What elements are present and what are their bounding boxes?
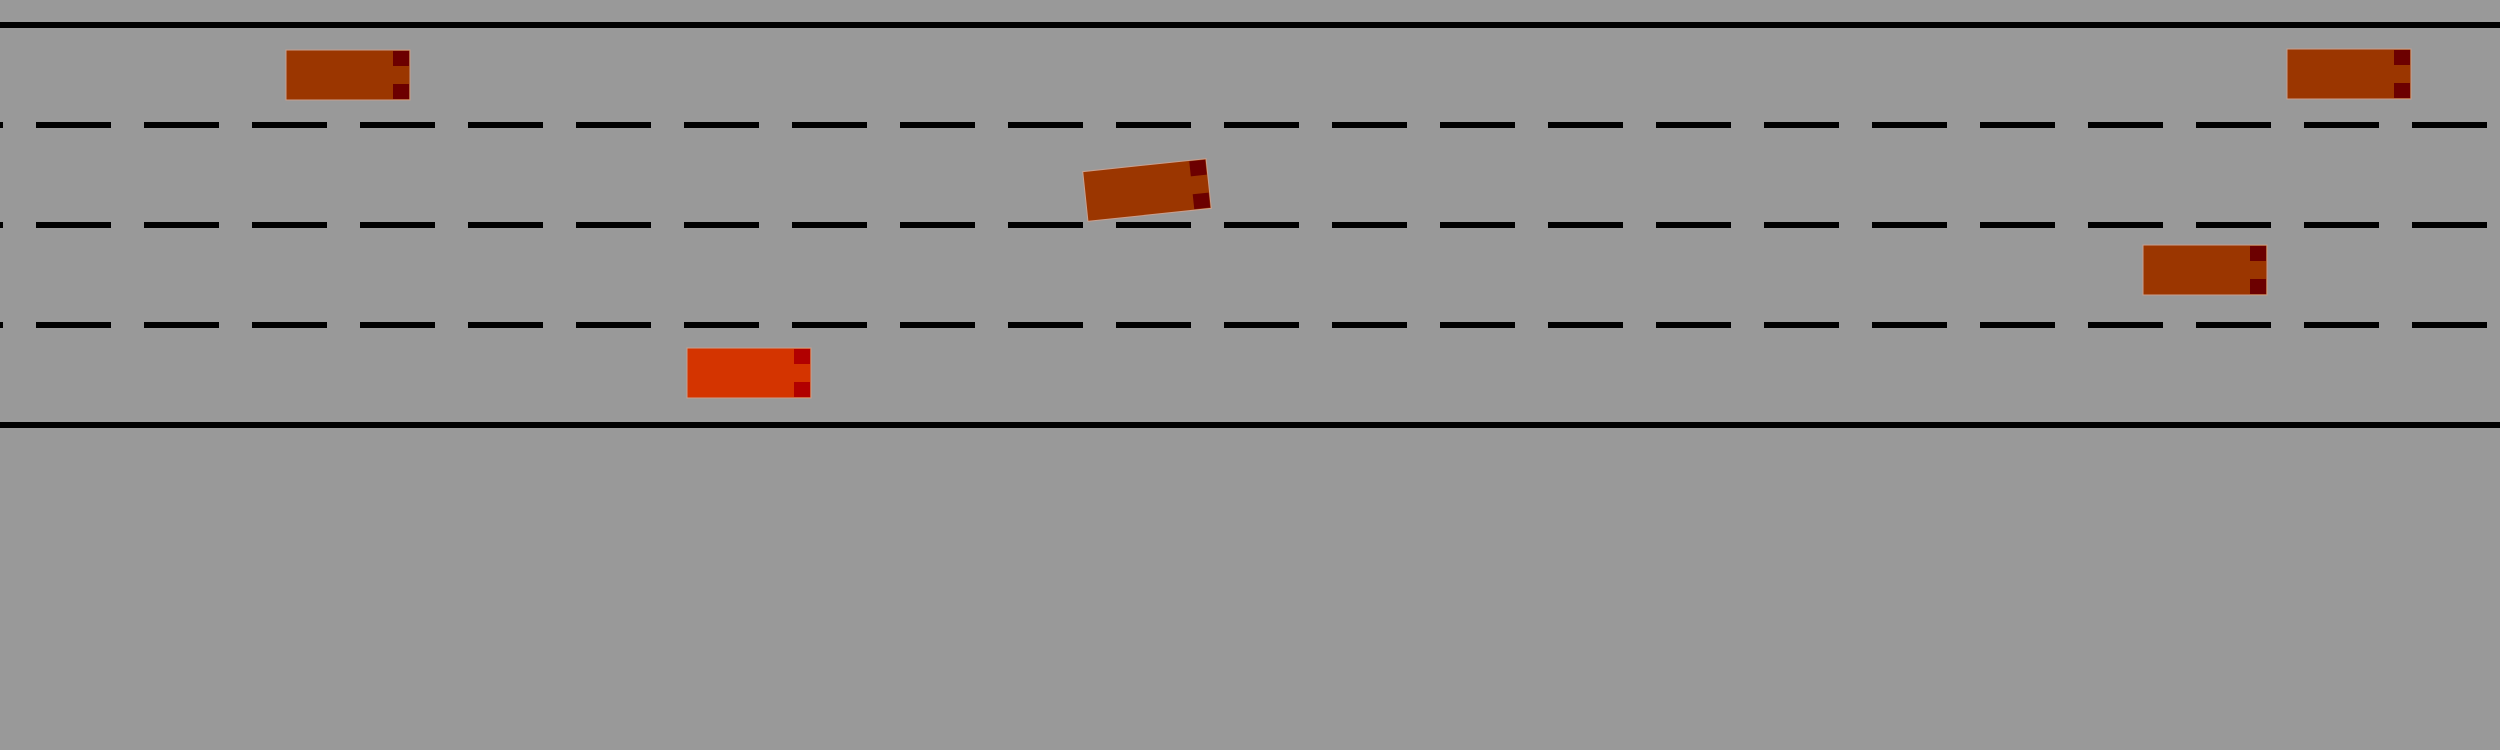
vehicle-body: [285, 49, 411, 101]
vehicle-body: [686, 347, 812, 399]
vehicle-headlight-right: [2394, 83, 2410, 98]
traffic-vehicle: [2142, 244, 2268, 296]
vehicle-headlight-right: [794, 382, 810, 397]
traffic-vehicle: [285, 49, 411, 101]
vehicle-headlight-left: [2394, 50, 2410, 65]
vehicle-headlight-right: [2250, 279, 2266, 294]
vehicle-headlight-left: [2250, 246, 2266, 261]
vehicle-body: [2142, 244, 2268, 296]
vehicle-headlight-left: [1189, 159, 1207, 177]
vehicles-layer: [285, 48, 2412, 399]
vehicle-body: [1082, 158, 1212, 222]
vehicle-body: [2286, 48, 2412, 100]
vehicle-headlight-left: [794, 349, 810, 364]
vehicle-headlight-right: [1192, 192, 1211, 210]
vehicle-headlight-left: [393, 51, 409, 66]
traffic-vehicle: [2286, 48, 2412, 100]
ego-vehicle: [686, 347, 812, 399]
traffic-vehicle: [1082, 158, 1212, 222]
vehicle-headlight-right: [393, 84, 409, 99]
